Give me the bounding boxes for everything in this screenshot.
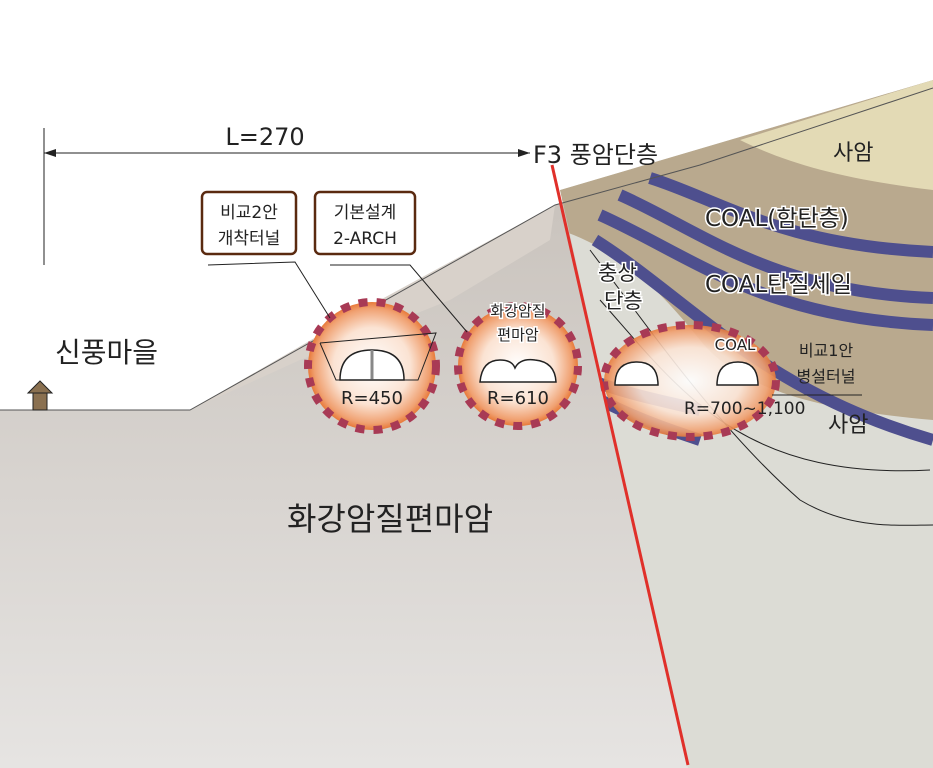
svg-text:개착터널: 개착터널 bbox=[218, 229, 281, 249]
coal-label: COAL bbox=[715, 336, 756, 354]
thrust-fault-label: 충상 bbox=[598, 261, 637, 285]
zone-r700-1100: COAL R=700~1,100 bbox=[600, 321, 805, 441]
zone-r450: R=450 bbox=[304, 298, 440, 434]
svg-text:병설터널: 병설터널 bbox=[797, 367, 856, 386]
zone-radius-label: R=700~1,100 bbox=[684, 399, 805, 419]
svg-text:2-ARCH: 2-ARCH bbox=[333, 229, 397, 249]
sandstone-label: 사암 bbox=[833, 141, 873, 166]
coal-label: COAL(함탄층) bbox=[705, 206, 849, 232]
fault-label: F3 풍암단층 bbox=[533, 141, 658, 169]
fault-line bbox=[550, 164, 690, 766]
zone-radius-label: R=610 bbox=[487, 388, 549, 409]
svg-text:기본설계: 기본설계 bbox=[334, 203, 397, 223]
zone-r610: 화강암질 편마암 R=610 bbox=[454, 301, 582, 430]
coal-label: COAL탄질세일 bbox=[705, 272, 852, 298]
thrust-fault-label: 단층 bbox=[604, 289, 643, 313]
callout-basic: 기본설계 2-ARCH bbox=[313, 190, 468, 333]
village-label: 신풍마을 bbox=[55, 336, 158, 369]
sandstone-top-layer bbox=[740, 80, 933, 190]
callout-alt2: 비교2안 개착터널 bbox=[200, 190, 331, 319]
dimension-label: L=270 bbox=[225, 123, 304, 151]
svg-text:비교2안: 비교2안 bbox=[220, 203, 278, 223]
granite-label: 화강암질편마암 bbox=[287, 500, 493, 538]
zone-rock-label: 편마암 bbox=[497, 326, 539, 344]
sandstone-label: 사암 bbox=[828, 413, 868, 438]
zone-rock-label: 화강암질 bbox=[490, 302, 545, 320]
callout-alt1: 비교1안 병설터널 bbox=[772, 341, 862, 396]
house-icon bbox=[26, 380, 54, 411]
zone-radius-label: R=450 bbox=[341, 388, 403, 409]
svg-text:비교1안: 비교1안 bbox=[799, 341, 854, 360]
